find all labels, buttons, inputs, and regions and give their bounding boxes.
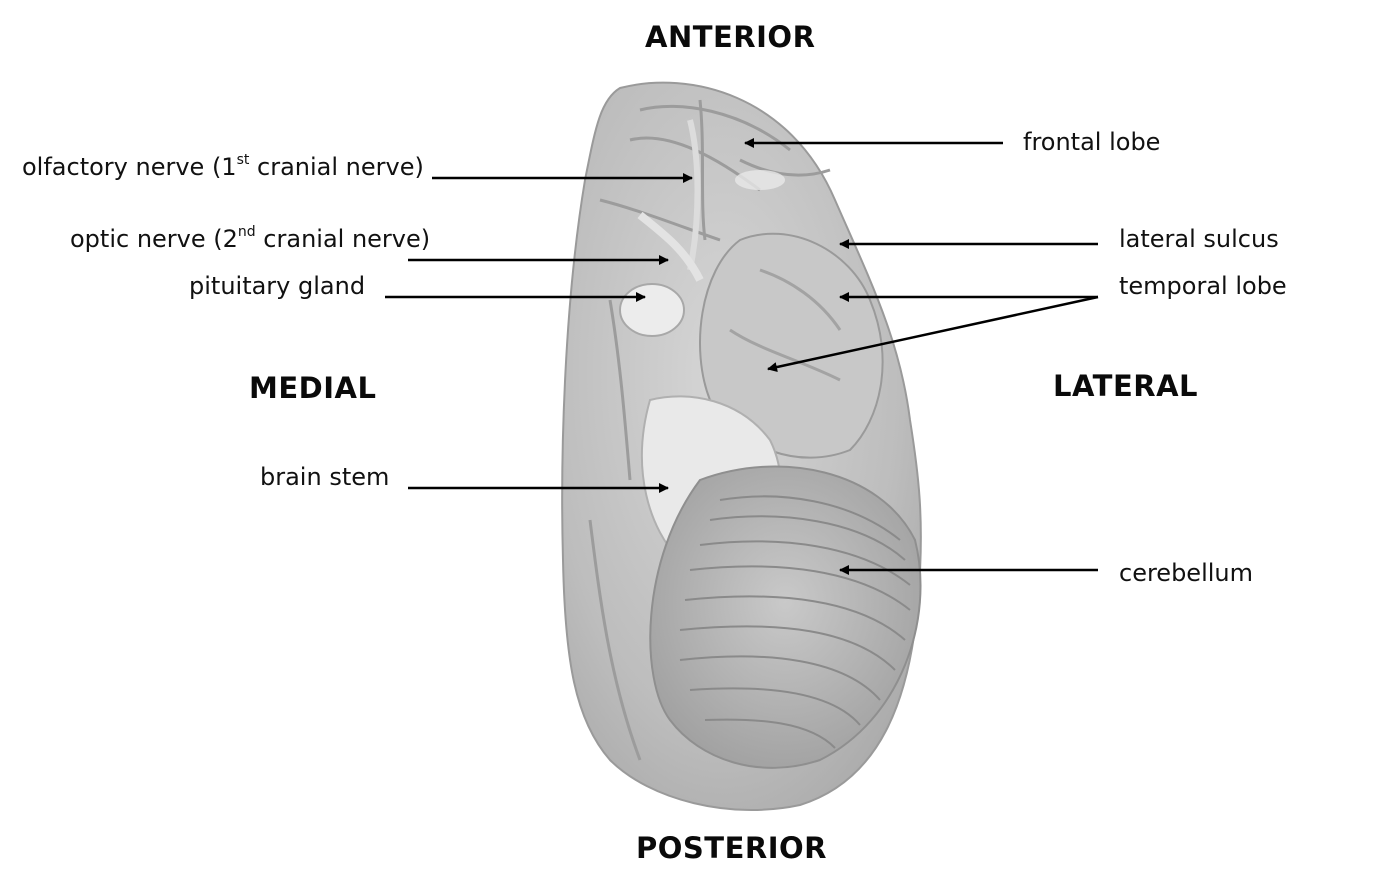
label-temporal-lobe: temporal lobe: [1119, 272, 1287, 300]
direction-anterior: ANTERIOR: [645, 20, 816, 54]
pituitary-shape: [619, 283, 685, 337]
label-optic-sup: nd: [237, 224, 256, 240]
label-optic-post: cranial nerve): [255, 225, 431, 253]
label-olfactory-nerve: olfactory nerve (1st cranial nerve): [22, 152, 424, 181]
label-frontal-lobe: frontal lobe: [1023, 128, 1161, 156]
annotation-arrows: [385, 138, 1099, 575]
label-pituitary-gland: pituitary gland: [189, 272, 366, 300]
direction-posterior: POSTERIOR: [636, 831, 827, 865]
temporal-lobe-shape: [699, 232, 884, 459]
label-lateral-sulcus: lateral sulcus: [1119, 225, 1279, 253]
brain-model-image: [561, 81, 922, 811]
label-brain-stem: brain stem: [260, 463, 390, 491]
direction-medial: MEDIAL: [249, 371, 377, 405]
label-olfactory-pre: olfactory nerve (1: [22, 153, 237, 181]
label-olfactory-post: cranial nerve): [249, 153, 424, 181]
label-optic-pre: optic nerve (2: [70, 225, 238, 253]
direction-lateral: LATERAL: [1053, 369, 1199, 403]
label-olfactory-sup: st: [236, 152, 250, 168]
arrow-temporal-lobe-2: [767, 295, 1099, 372]
cerebellum-shape: [649, 465, 922, 769]
label-optic-nerve: optic nerve (2nd cranial nerve): [70, 224, 431, 253]
label-cerebellum: cerebellum: [1119, 559, 1253, 587]
